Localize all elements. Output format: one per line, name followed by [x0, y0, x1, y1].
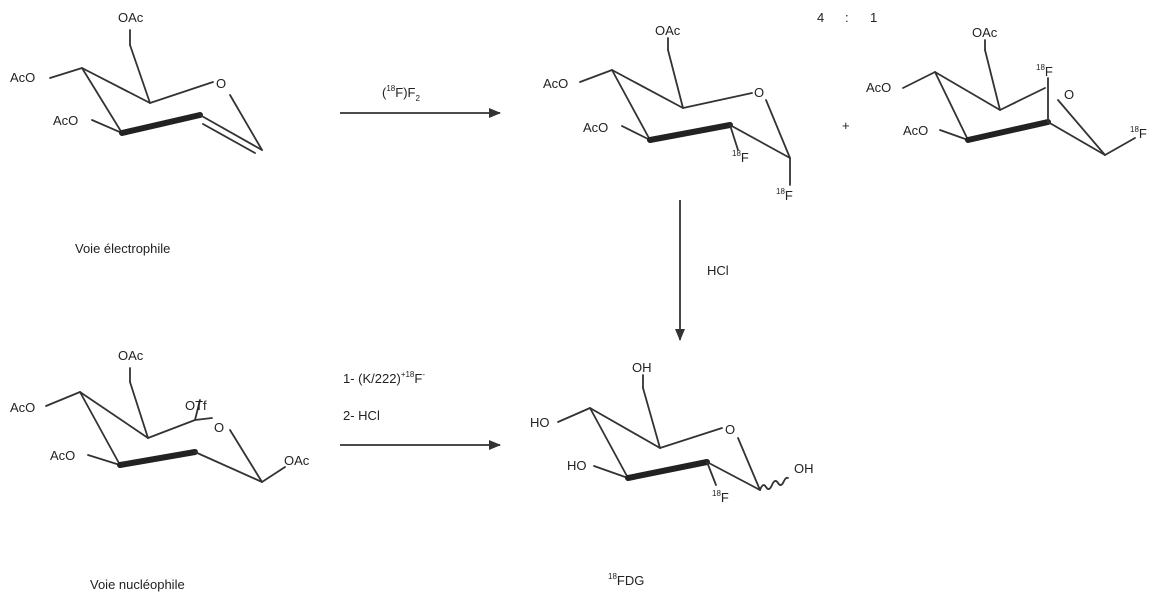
oac-label: OAc: [284, 453, 310, 468]
oac-label: OAc: [118, 10, 144, 25]
hcl-label: HCl: [707, 263, 729, 278]
oh-label: OH: [632, 360, 652, 375]
step-2-reagent: 2- HCl: [343, 408, 380, 423]
caption-fdg: 18FDG: [608, 572, 644, 588]
ring-oxygen-label: O: [216, 76, 226, 91]
caption-nucleophilic-route: Voie nucléophile: [90, 577, 185, 592]
ratio-separator: :: [845, 10, 849, 25]
hydrolysis-arrow: HCl: [675, 200, 729, 341]
plus-sign: +: [842, 118, 850, 133]
aco-label: AcO: [583, 120, 608, 135]
fluorine-reagent: (18F)F2: [382, 84, 420, 103]
ratio-right: 1: [870, 10, 877, 25]
product-ratio: 4 : 1: [817, 10, 877, 25]
ho-label: HO: [567, 458, 587, 473]
fluorine-18-label: 18F: [1036, 63, 1053, 79]
fluorine-18-label: 18F: [732, 149, 749, 165]
oac-label: OAc: [655, 23, 681, 38]
ring-oxygen-label: O: [754, 85, 764, 100]
minor-fluoro-product: OAc AcO AcO O 18F 18F: [866, 25, 1147, 156]
oh-label: OH: [794, 461, 814, 476]
ring-oxygen-label: O: [214, 420, 224, 435]
aco-label: AcO: [543, 76, 568, 91]
aco-label: AcO: [53, 113, 78, 128]
aco-label: AcO: [866, 80, 891, 95]
aco-label: AcO: [903, 123, 928, 138]
step-1-reagent: 1- (K/222)+18F-: [343, 370, 425, 386]
fluorine-18-label: 18F: [712, 489, 729, 505]
caption-electrophilic-route: Voie électrophile: [75, 241, 170, 256]
aco-label: AcO: [50, 448, 75, 463]
major-fluoro-product: OAc AcO AcO O 18F 18F: [543, 23, 793, 203]
oac-label: OAc: [972, 25, 998, 40]
glycal-structure: OAc AcO AcO O: [10, 10, 263, 154]
aco-label: AcO: [10, 70, 35, 85]
oac-label: OAc: [118, 348, 144, 363]
fdg-structure: OH HO HO O 18F OH: [530, 360, 814, 505]
otf-label: OTf: [185, 398, 207, 413]
ho-label: HO: [530, 415, 550, 430]
fluorine-18-label: 18F: [1130, 125, 1147, 141]
triflate-precursor: OAc AcO AcO OTf O OAc: [10, 348, 310, 483]
nucleophilic-arrow: 1- (K/222)+18F- 2- HCl: [340, 370, 501, 450]
ratio-left: 4: [817, 10, 824, 25]
aco-label: AcO: [10, 400, 35, 415]
ring-oxygen-label: O: [725, 422, 735, 437]
ring-oxygen-label: O: [1064, 87, 1074, 102]
fluorine-18-label: 18F: [776, 187, 793, 203]
electrophilic-arrow: (18F)F2: [340, 84, 501, 118]
